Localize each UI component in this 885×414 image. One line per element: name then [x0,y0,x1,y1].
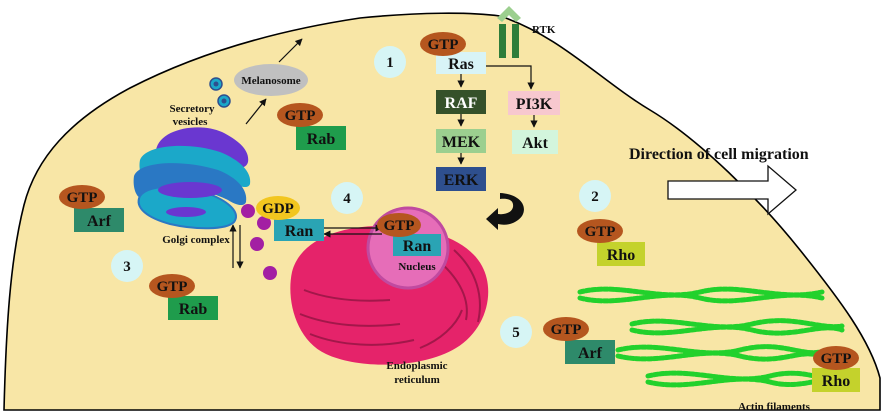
gtp-label: GTP [821,351,852,367]
svg-text:4: 4 [343,191,351,207]
rab-gtp-bottom: Rab GTP [149,274,218,320]
secretory-label-2: vesicles [173,116,209,128]
nucleus-label: Nucleus [398,261,436,273]
number-4: 4 [331,182,363,214]
curved-arrow-icon [486,193,524,230]
golgi-label: Golgi complex [162,234,230,246]
rho-label: Rho [822,373,850,390]
erk-box: ERK [436,167,486,191]
gtp-label: GTP [428,37,459,53]
pi3k-box: PI3K [508,91,560,115]
svg-text:3: 3 [123,259,131,275]
number-3: 3 [111,250,143,282]
gtp-label: GTP [551,322,582,338]
svg-text:1: 1 [386,55,394,71]
arf-gtp-bottom: Arf GTP [543,317,615,364]
rtk-label: RTK [532,24,556,36]
ran-label: Ran [285,223,314,240]
migration-arrow-icon [667,164,797,216]
number-1: 1 [374,46,406,78]
transport-vesicles [241,204,277,280]
migration-label: Direction of cell migration [629,146,809,163]
melanosome-label: Melanosome [241,75,300,87]
number-5: 5 [500,316,532,348]
cell-membrane [3,12,881,411]
rtk-receptor-icon [497,6,521,58]
rab-label: Rab [179,301,208,318]
er-label-1: Endoplasmic [386,360,447,372]
mek-box: MEK [436,129,486,153]
akt-box: Akt [512,130,558,154]
rho-gtp-middle: Rho GTP [577,219,645,266]
gtp-label: GTP [384,218,415,234]
svg-text:MEK: MEK [442,134,481,151]
arf-label: Arf [578,345,603,362]
er-label-2: reticulum [394,374,440,386]
actin-label: Actin filaments [738,401,811,413]
melanosome-icon [234,64,308,96]
rab-gtp-top: Rab GTP [277,103,346,150]
gtp-label: GTP [67,190,98,206]
svg-text:PI3K: PI3K [516,96,553,113]
svg-text:5: 5 [512,325,520,341]
arf-label: Arf [87,213,112,230]
gtp-label: GTP [585,224,616,240]
ran-gdp: Ran GDP [256,196,324,241]
ran-gtp: Ran GTP [377,213,441,256]
svg-text:2: 2 [591,189,599,205]
rho-gtp-bottom: Rho GTP [812,346,860,392]
svg-text:Akt: Akt [522,135,548,152]
ras-gtp: Ras GTP [420,32,486,74]
gdp-label: GDP [262,201,294,217]
gtp-label: GTP [285,108,316,124]
gtp-label: GTP [157,279,188,295]
raf-box: RAF [436,90,486,114]
svg-text:RAF: RAF [445,95,478,112]
rho-label: Rho [607,247,635,264]
golgi-complex-icon [133,127,251,230]
ras-label: Ras [448,56,474,73]
rab-label: Rab [307,131,336,148]
secretory-label-1: Secretory [170,103,215,115]
secretory-vesicles-icon [209,77,231,108]
arf-gtp-left: Arf GTP [59,185,124,232]
svg-text:ERK: ERK [444,172,479,189]
number-2: 2 [579,180,611,212]
ran-label: Ran [403,238,432,255]
